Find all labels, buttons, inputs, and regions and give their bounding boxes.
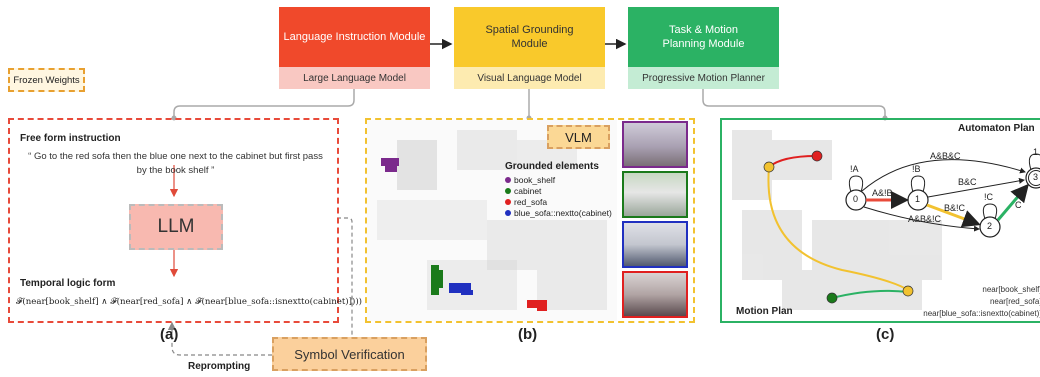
state-3-label: 3 (1033, 172, 1039, 182)
temporal-formula: 𝓕(near[book_shelf] ∧ 𝓕(near[red_sofa] ∧ … (16, 297, 363, 307)
frozen-weights-legend: Frozen Weights (8, 68, 85, 92)
near-blue-sofa-label: near[blue_sofa::isnextto(cabinet)] : (923, 309, 1040, 318)
path-yellow (767, 166, 909, 291)
edge-a-not-b: A&!B (872, 188, 893, 198)
vlm-box: VLM (547, 125, 610, 149)
grounded-item-red-sofa: red_sofa (505, 197, 612, 208)
near-book-shelf-label: near[book_shelf] : (982, 285, 1040, 294)
grounded-elements-list: book_shelf cabinet red_sofa blue_sofa::n… (505, 175, 612, 219)
panel-b-label: (b) (518, 326, 538, 343)
edge-not-c: !C (984, 192, 993, 202)
panel-b: VLM Grounded elements book_shelf cabinet… (365, 118, 695, 323)
motion-plan-title: Motion Plan (736, 306, 793, 317)
language-instruction-title: Language Instruction Module (283, 31, 426, 43)
grounded-item-book-shelf: book_shelf (505, 175, 612, 186)
connector-task-panel (702, 89, 886, 118)
thumbnail-cabinet (622, 171, 688, 218)
near-labels: near[book_shelf] : near[red_sofa] : near… (923, 284, 1040, 320)
reprompting-loop (272, 217, 353, 348)
grounded-item-blue-sofa: blue_sofa::nextto(cabinet) (505, 208, 612, 219)
llm-label: LLM (157, 216, 195, 237)
thumbnail-book-shelf (622, 121, 688, 168)
large-language-model-label: Large Language Model (303, 72, 406, 84)
instruction-text: “ Go to the red sofa then the blue one n… (28, 151, 323, 176)
state-2-label: 2 (987, 221, 993, 231)
language-instruction-module: Language Instruction Module (279, 7, 430, 67)
task-motion-planning-module: Task & Motion Planning Module (628, 7, 779, 67)
motion-automaton-svg (732, 130, 1040, 310)
grounded-item-cabinet: cabinet (505, 186, 612, 197)
progressive-motion-planner-label-box: Progressive Motion Planner (628, 67, 779, 89)
panel-c: 0 1 2 3 A&B&C !A A&!B !B B&C B&!C !C C A… (720, 118, 1040, 323)
edge-ab-not-c: A&B&!C (908, 214, 942, 224)
edge-not-b: !B (912, 164, 921, 174)
spatial-grounding-title: Spatial Grounding Module (485, 24, 574, 50)
frozen-weights-text: Frozen Weights (13, 74, 80, 86)
panel-a: Free form instruction “ Go to the red so… (8, 118, 363, 323)
state-3 (1025, 167, 1040, 189)
near-red-sofa-label: near[red_sofa] : (989, 297, 1040, 306)
edge-b-not-c: B&!C (944, 203, 966, 213)
task-motion-planning-title: Task & Motion Planning Module (662, 24, 745, 50)
progressive-motion-planner-label: Progressive Motion Planner (642, 72, 765, 84)
edge-c: C (1015, 200, 1022, 210)
grounded-elements-heading: Grounded elements (505, 161, 599, 172)
temporal-logic-heading: Temporal logic form (20, 278, 116, 289)
edge-abc: A&B&C (930, 151, 961, 161)
large-language-model-label-box: Large Language Model (279, 67, 430, 89)
state-0-label: 0 (853, 194, 859, 204)
panel-c-label: (c) (876, 326, 895, 343)
point-cloud-map (367, 120, 617, 321)
vlm-label: VLM (565, 129, 592, 145)
connector-lang-panel (173, 89, 355, 118)
edge-bc: B&C (958, 177, 977, 187)
reprompting-back (167, 321, 272, 356)
reprompting-label: Reprompting (188, 361, 251, 372)
symbol-verification-text: Symbol Verification (294, 346, 405, 362)
visual-language-model-label: Visual Language Model (477, 72, 582, 84)
spatial-grounding-module: Spatial Grounding Module (454, 7, 605, 67)
state-1-label: 1 (915, 194, 921, 204)
panel-a-label: (a) (160, 326, 179, 343)
thumbnail-blue-sofa (622, 221, 688, 268)
path-green (831, 289, 909, 299)
free-form-heading: Free form instruction (20, 133, 121, 144)
automaton-plan-title: Automaton Plan (958, 123, 1035, 134)
edge-not-a: !A (850, 164, 859, 174)
llm-box: LLM (129, 204, 223, 250)
symbol-verification-box: Symbol Verification (272, 337, 427, 371)
thumbnail-red-sofa (622, 271, 688, 318)
visual-language-model-label-box: Visual Language Model (454, 67, 605, 89)
edge-self-3: 1 (1033, 147, 1039, 157)
